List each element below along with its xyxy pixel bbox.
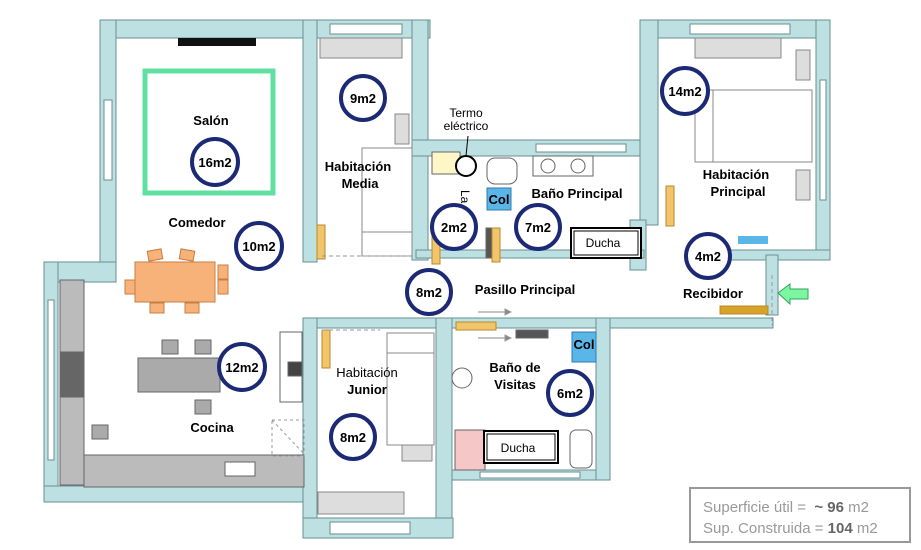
passage-markings — [271, 255, 773, 457]
area-cocina: 12m2 — [225, 360, 258, 375]
label-termo-1: Termo — [449, 106, 483, 120]
label-ducha-2: Ducha — [501, 441, 536, 455]
area-circles — [190, 66, 732, 461]
label-hab-principal-2: Principal — [711, 184, 766, 199]
area-circle-recibidor — [684, 232, 732, 280]
label-bano-visitas-2: Visitas — [494, 377, 536, 392]
area-circle-bano-visitas — [546, 369, 594, 417]
label-hab-junior-1: Habitación — [336, 365, 397, 380]
area-circle-pasillo — [405, 268, 453, 316]
area-circle-hab-media — [339, 74, 387, 122]
label-recibidor: Recibidor — [683, 286, 743, 301]
termo-pointer — [465, 135, 469, 157]
room-labels: Salón Comedor Cocina Habitación Media Ha… — [168, 113, 769, 435]
label-salon: Salón — [193, 113, 228, 128]
bano-principal-fixtures — [431, 151, 594, 259]
area-circle-hab-principal — [660, 66, 710, 116]
kitchen-furniture — [59, 279, 305, 488]
surface-summary: Superficie útil = ~ 96 m2 Sup. Construid… — [689, 487, 911, 543]
surface-construida-value: 104 — [827, 520, 853, 537]
fixture-labels: Termo eléctrico La Col Col Ducha Ducha — [444, 106, 621, 455]
label-termo-2: eléctrico — [444, 119, 489, 133]
area-salon: 16m2 — [198, 155, 231, 170]
entrance-arrow-icon — [777, 283, 809, 306]
bano-visitas-fixtures — [451, 329, 593, 471]
label-col-1: Col — [489, 192, 510, 207]
windows — [47, 23, 827, 535]
label-bano-principal: Baño Principal — [531, 186, 622, 201]
surface-util-value: ~ 96 — [814, 499, 844, 516]
surface-util-unit: m2 — [848, 499, 869, 516]
col-box-visitas — [571, 331, 597, 363]
label-hab-junior-2: Junior — [347, 382, 387, 397]
area-hab-junior: 8m2 — [340, 430, 366, 445]
surface-util-row: Superficie útil = ~ 96 m2 — [703, 497, 909, 518]
area-circle-bano-principal — [514, 203, 562, 251]
label-col-2: Col — [574, 337, 595, 352]
media-bed — [319, 37, 413, 257]
surface-construida-row: Sup. Construida = 104 m2 — [703, 518, 909, 539]
ducha-visitas — [483, 430, 559, 464]
label-ducha-1: Ducha — [586, 236, 621, 250]
label-la: La — [458, 190, 472, 204]
area-pasillo: 8m2 — [416, 285, 442, 300]
label-hab-media-2: Media — [342, 176, 380, 191]
surface-construida-label: Sup. Construida = — [703, 520, 824, 537]
area-comedor: 10m2 — [242, 239, 275, 254]
ducha-principal — [570, 227, 642, 259]
surface-construida-unit: m2 — [856, 520, 878, 537]
dining-set — [124, 248, 229, 314]
junior-bed — [317, 332, 435, 515]
doors — [316, 185, 769, 369]
area-bano-principal: 7m2 — [525, 220, 551, 235]
area-circle-hab-junior — [329, 413, 377, 461]
area-bano-visitas: 6m2 — [557, 386, 583, 401]
principal-bed — [694, 37, 813, 201]
area-recibidor: 4m2 — [695, 249, 721, 264]
label-bano-visitas-1: Baño de — [489, 360, 540, 375]
label-hab-principal-1: Habitación — [703, 167, 770, 182]
label-pasillo: Pasillo Principal — [475, 282, 575, 297]
tv-unit — [178, 38, 256, 46]
recibidor-shelf — [738, 236, 768, 244]
area-circle-comedor — [234, 221, 284, 271]
area-hab-media: 9m2 — [350, 91, 376, 106]
col-box-principal — [486, 187, 512, 211]
area-circle-bano-pasillo — [430, 203, 478, 251]
label-hab-media-1: Habitación — [325, 159, 392, 174]
area-bano-pasillo: 2m2 — [441, 220, 467, 235]
area-hab-principal: 14m2 — [668, 84, 701, 99]
area-labels: 9m2 16m2 10m2 14m2 2m2 7m2 4m2 8m2 12m2 … — [198, 84, 721, 445]
label-comedor: Comedor — [168, 215, 225, 230]
area-circle-cocina — [217, 342, 267, 392]
label-cocina: Cocina — [190, 420, 234, 435]
surface-util-label: Superficie útil = — [703, 499, 806, 516]
living-rug — [142, 68, 276, 196]
termo-icon — [455, 155, 477, 177]
area-circle-salon — [190, 137, 240, 187]
